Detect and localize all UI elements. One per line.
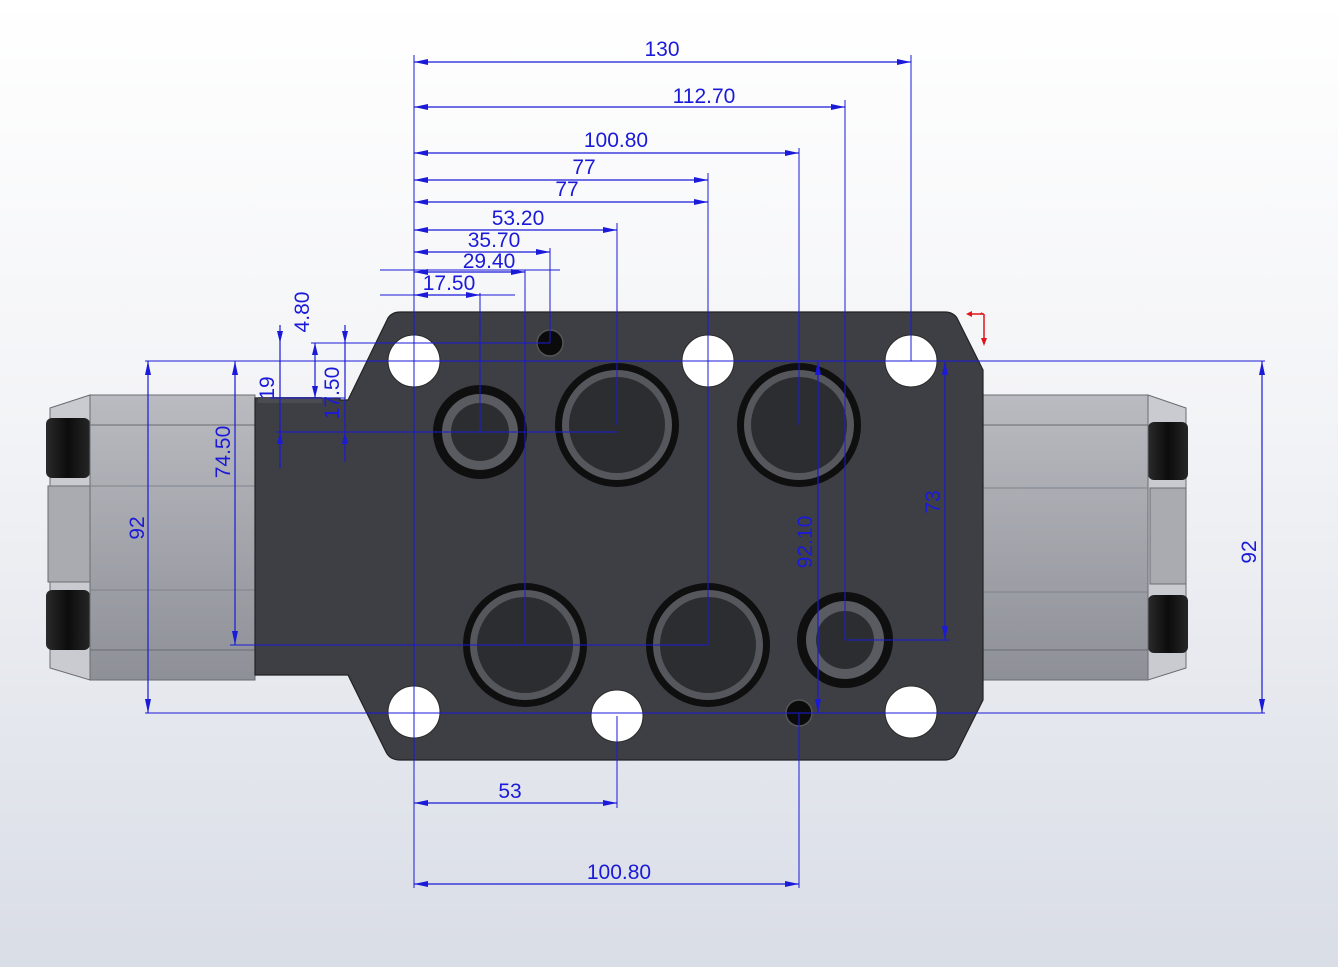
dim-74-50: 74.50 [212, 426, 235, 479]
dim-92-right: 92 [1238, 540, 1261, 563]
dim-77-a: 77 [572, 156, 595, 179]
dim-29-40: 29.40 [463, 250, 516, 273]
dim-17-50-vertical: 17.50 [321, 367, 344, 420]
left-connector-bottom [46, 590, 90, 650]
dim-73: 73 [922, 490, 945, 513]
dim-92-10: 92.10 [794, 516, 817, 569]
dim-35-70: 35.70 [468, 229, 521, 252]
dim-100-80-bottom: 100.80 [587, 861, 651, 884]
dimension-arrows [145, 59, 1265, 887]
right-connector-top [1148, 422, 1188, 480]
dimension-labels: 130 112.70 100.80 77 77 53.20 35.70 29.4… [126, 38, 1261, 884]
dim-130: 130 [644, 38, 679, 61]
dim-92-left: 92 [126, 516, 149, 539]
coordinate-triad-icon: * [966, 311, 987, 346]
extension-lines [145, 55, 1265, 888]
dim-53-20: 53.20 [492, 207, 545, 230]
dim-100-80-top: 100.80 [584, 129, 648, 152]
right-connector-bottom [1148, 595, 1188, 653]
left-solenoid [46, 394, 256, 681]
dim-112-70: 112.70 [673, 85, 736, 108]
dim-4-80: 4.80 [291, 292, 314, 333]
dimension-lines [147, 61, 1263, 885]
dim-19: 19 [256, 376, 279, 399]
dim-77-b: 77 [555, 178, 578, 201]
dim-53: 53 [498, 780, 521, 803]
dim-17-50-horizontal: 17.50 [423, 272, 476, 295]
left-connector-top [46, 418, 90, 478]
svg-text:*: * [980, 311, 983, 320]
right-solenoid [982, 394, 1188, 681]
